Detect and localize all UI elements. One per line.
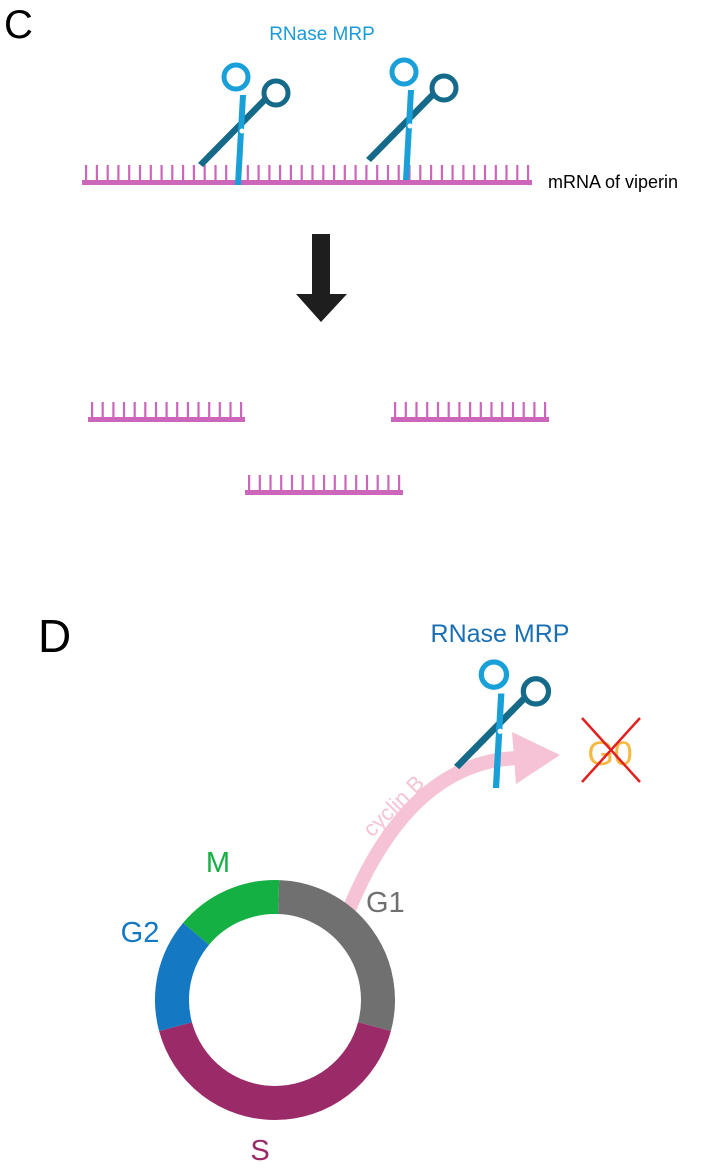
phase-label-s: S (250, 1135, 269, 1167)
mrna-fragment (391, 402, 549, 422)
enzyme-label-c: RNase MRP (269, 24, 375, 45)
cross-icon (581, 717, 641, 783)
enzyme-label-d: RNase MRP (431, 620, 570, 648)
panel-d-letter: D (38, 610, 71, 662)
phase-arc-s (159, 1021, 391, 1120)
panel-c-letter: C (4, 3, 33, 47)
cell-cycle-ring (155, 880, 395, 1120)
phase-arc-g2 (155, 922, 210, 1032)
phase-label-g2: G2 (121, 917, 160, 949)
mrna-strand (82, 165, 532, 185)
scissors-icon (198, 65, 288, 185)
down-arrow-icon (296, 234, 347, 322)
phase-label-g1: G1 (366, 887, 405, 919)
mrna-label: mRNA of viperin (548, 172, 678, 192)
phase-arc-m (183, 880, 280, 946)
scissors-icon (366, 60, 456, 180)
cyclin-arrow (341, 732, 560, 915)
phase-label-m: M (206, 847, 230, 879)
mrna-fragment (245, 475, 403, 495)
phase-arc-g1 (277, 880, 395, 1032)
mrna-fragment (88, 402, 245, 422)
